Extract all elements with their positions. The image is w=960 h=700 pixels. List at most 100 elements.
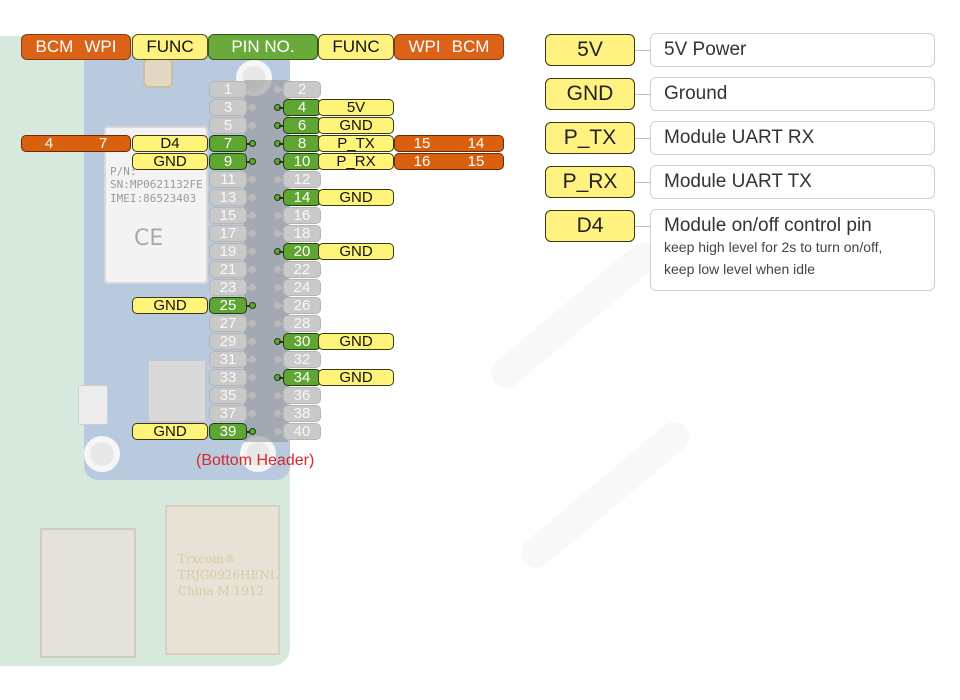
ethernet-model: TRJG0926HENL xyxy=(178,568,278,582)
bcm-number: 15 xyxy=(467,153,485,170)
pin-lead xyxy=(279,179,285,181)
pin-contact xyxy=(274,410,281,417)
pin-contact xyxy=(249,266,256,273)
pin-23: 23 xyxy=(209,279,247,296)
pin-lead xyxy=(279,359,285,361)
pin-11: 11 xyxy=(209,171,247,188)
pin-15: 15 xyxy=(209,207,247,224)
module-pn-text: P/N: xyxy=(110,165,137,178)
pin-1: 1 xyxy=(209,81,247,98)
func-label-pin-8: P_TX xyxy=(318,135,394,152)
legend-tag-d4: D4 xyxy=(545,210,635,242)
pin-18: 18 xyxy=(283,225,321,242)
pin-contact xyxy=(249,122,256,129)
func-label-pin-4: 5V xyxy=(318,99,394,116)
pin-lead xyxy=(279,377,285,379)
pin-lead xyxy=(279,125,285,127)
pin-39: 39 xyxy=(209,423,247,440)
func-label-pin-6: GND xyxy=(318,117,394,134)
pin-12: 12 xyxy=(283,171,321,188)
pin-lead xyxy=(279,251,285,253)
pin-contact xyxy=(249,248,256,255)
ce-mark: CE xyxy=(134,226,164,251)
pin-lead xyxy=(279,143,285,145)
legend-connector-line xyxy=(635,94,650,95)
pin-contact xyxy=(249,410,256,417)
pin-34: 34 xyxy=(283,369,321,386)
pin-22: 22 xyxy=(283,261,321,278)
pin-lead xyxy=(279,215,285,217)
legend-title: 5V Power xyxy=(664,39,747,60)
legend-tag-p-rx: P_RX xyxy=(545,166,635,198)
pin-8: 8 xyxy=(283,135,321,152)
pin-28: 28 xyxy=(283,315,321,332)
pin-lead xyxy=(279,161,285,163)
legend-description: Module UART TX xyxy=(650,165,935,199)
bottom-header-label: (Bottom Header) xyxy=(196,452,315,469)
pin-lead xyxy=(279,323,285,325)
pin-contact xyxy=(274,212,281,219)
ethernet-origin: China M 1912 xyxy=(178,584,265,598)
legend-title: Ground xyxy=(664,83,728,104)
pin-contact xyxy=(274,320,281,327)
legend-connector-line xyxy=(635,138,650,139)
pin-lead xyxy=(279,341,285,343)
pin-37: 37 xyxy=(209,405,247,422)
wpi-number: 15 xyxy=(413,135,431,152)
wpi-number: 16 xyxy=(413,153,431,170)
antenna-connector xyxy=(143,58,173,88)
ethernet-brand: Trxcom® xyxy=(178,552,236,566)
pin-17: 17 xyxy=(209,225,247,242)
pin-contact xyxy=(249,86,256,93)
bcm-number: 14 xyxy=(467,135,485,152)
header-bcm-right: BCM xyxy=(451,37,490,56)
pin-6: 6 xyxy=(283,117,321,134)
legend-connector-line xyxy=(635,226,650,227)
pin-4: 4 xyxy=(283,99,321,116)
header-wpi-right: WPI xyxy=(408,37,441,56)
header-wpi-left: WPI xyxy=(84,37,117,56)
header-bcm-left: BCM xyxy=(35,37,74,56)
pin-13: 13 xyxy=(209,189,247,206)
pin-contact xyxy=(249,356,256,363)
pin-lead xyxy=(279,305,285,307)
pin-contact xyxy=(249,194,256,201)
pin-10: 10 xyxy=(283,153,321,170)
legend-tag-5v: 5V xyxy=(545,34,635,66)
header-left-numbers: BCM WPI xyxy=(21,34,131,60)
pin-lead xyxy=(279,197,285,199)
pin-contact xyxy=(249,428,256,435)
legend-description: 5V Power xyxy=(650,33,935,67)
pin-lead xyxy=(279,413,285,415)
pin-2: 2 xyxy=(283,81,321,98)
pin-lead xyxy=(279,287,285,289)
func-label-pin-20: GND xyxy=(318,243,394,260)
func-label-pin-39: GND xyxy=(132,423,208,440)
func-label-pin-34: GND xyxy=(318,369,394,386)
pin-7: 7 xyxy=(209,135,247,152)
module-imei-text: IMEI:86523403 xyxy=(110,192,197,205)
pin-30: 30 xyxy=(283,333,321,350)
pin-contact xyxy=(274,284,281,291)
pin-contact xyxy=(249,176,256,183)
pin-40: 40 xyxy=(283,423,321,440)
legend-title: Module on/off control pin xyxy=(664,215,872,236)
pin-contact xyxy=(274,302,281,309)
cellular-module xyxy=(104,126,208,284)
pin-9: 9 xyxy=(209,153,247,170)
func-label-pin-14: GND xyxy=(318,189,394,206)
module-sn-text: SN:MP0621132FE xyxy=(110,178,203,191)
pin-lead xyxy=(279,269,285,271)
pin-contact xyxy=(274,230,281,237)
legend-detail: keep low level when idle xyxy=(664,261,815,277)
pin-lead xyxy=(279,89,285,91)
legend-description: Module UART RX xyxy=(650,121,935,155)
pin-36: 36 xyxy=(283,387,321,404)
pin-25: 25 xyxy=(209,297,247,314)
pin-35: 35 xyxy=(209,387,247,404)
legend-title: Module UART RX xyxy=(664,127,815,148)
pin-contact xyxy=(249,284,256,291)
watermark xyxy=(514,416,696,574)
usb-port xyxy=(40,528,136,658)
